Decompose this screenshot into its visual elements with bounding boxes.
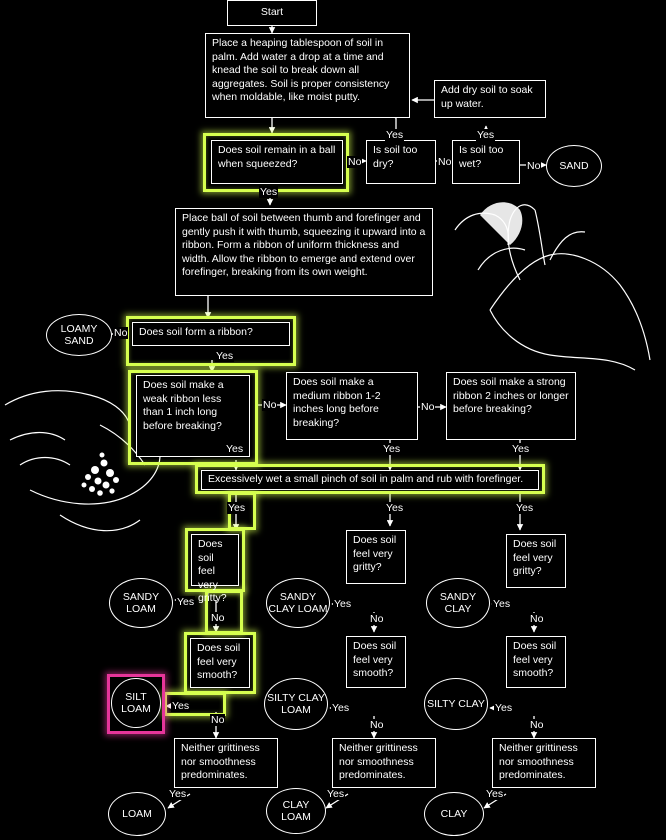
yes-label: Yes — [385, 129, 405, 141]
yes-label: Yes — [476, 129, 496, 141]
no-label: No — [210, 612, 226, 624]
too-wet-question: Is soil too wet? — [452, 140, 520, 184]
result-sandy-clay-loam: SANDY CLAY LOAM — [266, 578, 330, 628]
smooth-question-1: Does soil feel very smooth? — [190, 638, 250, 688]
no-label: No — [369, 719, 385, 731]
yes-label: Yes — [176, 596, 196, 608]
neither-predominates-2: Neither grittiness nor smoothness predom… — [332, 738, 436, 788]
medium-ribbon-question: Does soil make a medium ribbon 1-2 inche… — [286, 372, 418, 440]
no-label: No — [437, 156, 453, 168]
ball-question: Does soil remain in a ball when squeezed… — [211, 140, 343, 184]
result-silty-clay-loam: SILTY CLAY LOAM — [264, 678, 328, 730]
result-silty-clay: SILTY CLAY — [424, 678, 488, 730]
too-dry-question: Is soil too dry? — [366, 140, 436, 184]
no-label: No — [347, 156, 363, 168]
yes-label: Yes — [511, 443, 531, 455]
yes-label: Yes — [333, 598, 353, 610]
result-silt-loam: SILT LOAM — [111, 678, 161, 728]
highlight-weak — [128, 370, 258, 465]
gritty-question-3: Does soil feel very gritty? — [506, 534, 566, 588]
start-box: Start — [227, 0, 317, 26]
highlight-wet-pinch — [195, 464, 545, 494]
ribbon-instructions: Place ball of soil between thumb and for… — [175, 208, 433, 296]
no-label: No — [262, 399, 278, 411]
result-clay-loam: CLAY LOAM — [266, 788, 326, 834]
yes-label: Yes — [171, 700, 191, 712]
result-sandy-clay: SANDY CLAY — [426, 578, 490, 628]
yes-label: Yes — [385, 502, 405, 514]
result-sand: SAND — [546, 145, 602, 187]
yes-label: Yes — [225, 443, 245, 455]
yes-label: Yes — [215, 350, 235, 362]
form-ribbon-question: Does soil form a ribbon? — [132, 322, 290, 346]
highlight-result — [107, 674, 165, 734]
gritty-question-2: Does soil feel very gritty? — [346, 530, 406, 584]
gritty-question-1: Does soil feel very gritty? — [191, 534, 239, 604]
add-dry-soil: Add dry soil to soak up water. — [434, 80, 546, 118]
yes-label: Yes — [494, 702, 514, 714]
yes-label: Yes — [492, 598, 512, 610]
strong-ribbon-question: Does soil make a strong ribbon 2 inches … — [446, 372, 576, 440]
yes-label: Yes — [485, 788, 505, 800]
no-label: No — [420, 401, 436, 413]
smooth-question-3: Does soil feel very smooth? — [506, 636, 566, 688]
result-loamy-sand: LOAMY SAND — [46, 314, 112, 356]
wet-pinch-instruction: Excessively wet a small pinch of soil in… — [201, 470, 539, 490]
hand-rubbing-icon — [4, 390, 161, 532]
yes-label: Yes — [331, 702, 351, 714]
no-label: No — [113, 327, 129, 339]
no-label: No — [529, 719, 545, 731]
yes-label: Yes — [515, 502, 535, 514]
yes-label: Yes — [168, 788, 188, 800]
yes-label: Yes — [326, 788, 346, 800]
no-label: No — [526, 160, 542, 172]
no-label: No — [210, 714, 226, 726]
neither-predominates-3: Neither grittiness nor smoothness predom… — [492, 738, 596, 788]
prep-instructions: Place a heaping tablespoon of soil in pa… — [205, 33, 410, 118]
result-loam: LOAM — [108, 792, 166, 836]
highlight-form-ribbon — [126, 316, 296, 366]
yes-label: Yes — [227, 502, 247, 514]
no-label: No — [369, 613, 385, 625]
yes-label: Yes — [382, 443, 402, 455]
result-clay: CLAY — [424, 792, 484, 836]
neither-predominates-1: Neither grittiness nor smoothness predom… — [174, 738, 278, 788]
highlight-connector-c — [164, 692, 226, 716]
smooth-question-2: Does soil feel very smooth? — [346, 636, 406, 688]
yes-label: Yes — [259, 186, 279, 198]
hand-ribbon-icon — [454, 202, 651, 371]
no-label: No — [529, 613, 545, 625]
result-sandy-loam: SANDY LOAM — [109, 578, 173, 628]
